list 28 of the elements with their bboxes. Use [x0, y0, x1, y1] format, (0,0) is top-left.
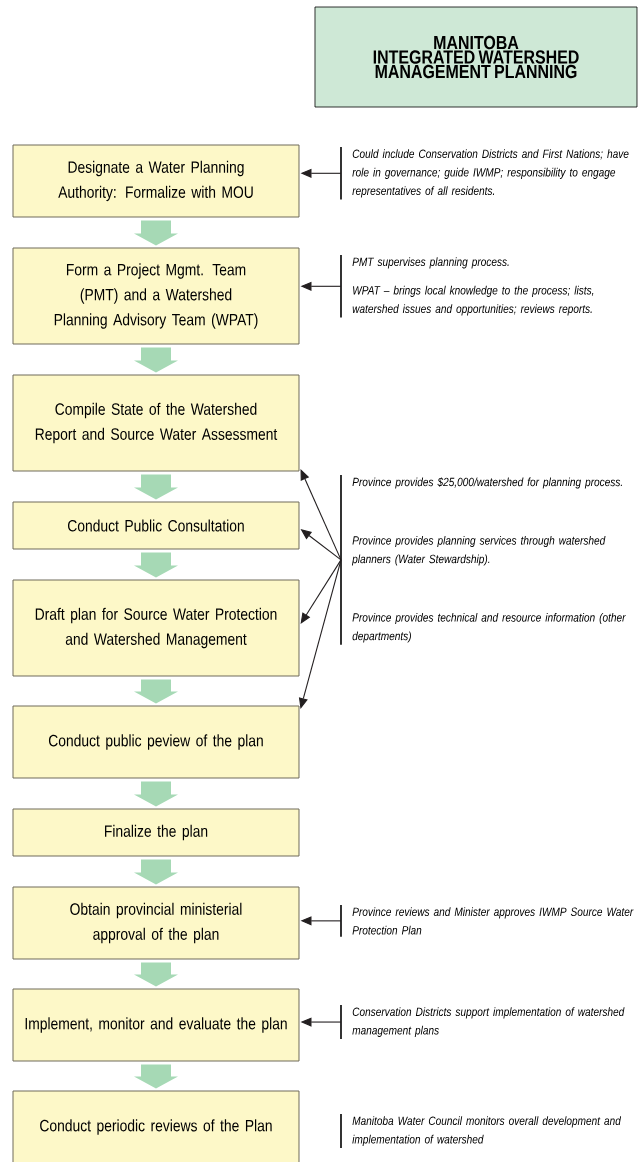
block-arrow	[134, 474, 178, 500]
block-arrow	[134, 220, 178, 246]
annotation-text: Could include Conservation Districts and First Nations; have role in governance; guide IWMP; responsibility to engage representatives of all residents.	[340, 146, 629, 201]
process-box: Form a Project Mgmt. Team (PMT) and a Watershed Planning Advisory Team (WPAT)	[12, 247, 300, 345]
process-box: Conduct periodic reviews of the Plan	[12, 1090, 300, 1162]
annotation-text: Province provides $25,000/watershed for planning process. Province provides planning services through watershed planners (Water Stewardship). Province provides technical and resource information (other departments)	[340, 474, 626, 646]
block-arrow	[134, 552, 178, 578]
block-arrow	[134, 1064, 178, 1089]
process-box: Draft plan for Source Water Protection and Watershed Management	[12, 579, 300, 677]
process-box: Obtain provincial ministerial approval of the plan	[12, 886, 300, 960]
arrow	[300, 559, 342, 624]
title-box: MANITOBA INTEGRATED WATERSHED MANAGEMENT PLANNING	[314, 6, 638, 108]
process-box: Compile State of the Watershed Report and Source Water Assessment	[12, 374, 300, 472]
block-arrow	[134, 859, 178, 885]
annotation-text: Conservation Districts support implementation of watershed management plans	[340, 1004, 625, 1040]
process-box: Implement, monitor and evaluate the plan	[12, 988, 300, 1062]
process-box: Finalize the plan	[12, 808, 300, 857]
arrow	[300, 469, 342, 561]
block-arrow	[134, 679, 178, 704]
annotation-text: PMT supervises planning process. WPAT – brings local knowledge to the process; lists, watershed issues and opportunities; reviews reports.	[340, 254, 594, 319]
process-box: Designate a Water Planning Authority: Formalize with MOU	[12, 144, 300, 218]
block-arrow	[134, 347, 178, 373]
process-box: Conduct Public Consultation	[12, 501, 300, 550]
block-arrow	[134, 962, 178, 987]
block-arrow	[134, 781, 178, 807]
annotation-text: Manitoba Water Council monitors overall development and implementation of watershed	[340, 1113, 622, 1149]
annotation-text: Province reviews and Minister approves IWMP Source Water Protection Plan	[340, 904, 634, 938]
process-box: Conduct public peview of the plan	[12, 705, 300, 779]
